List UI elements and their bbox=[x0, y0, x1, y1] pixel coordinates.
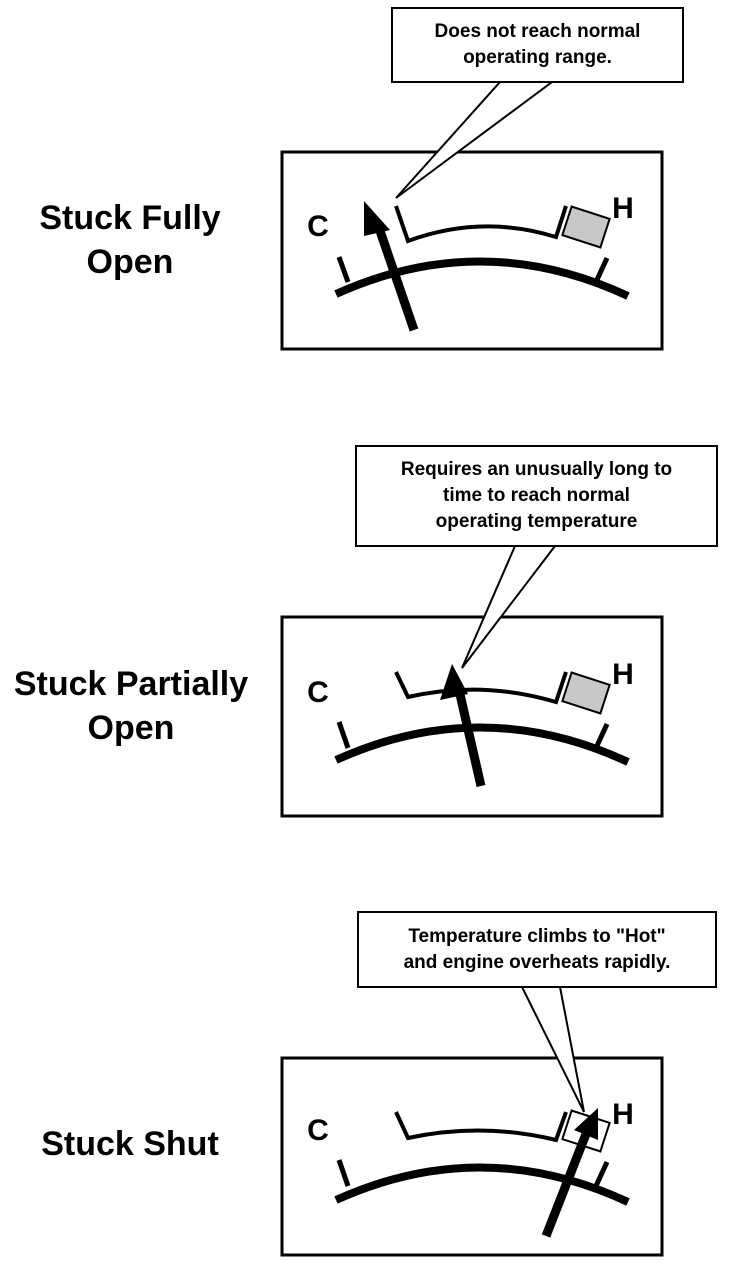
gauge-frame bbox=[280, 150, 664, 351]
hot-zone-marker bbox=[561, 205, 611, 249]
callout-line: Does not reach normal bbox=[434, 21, 641, 42]
gauge-dial-arc bbox=[334, 257, 630, 300]
gauge-needle bbox=[373, 223, 419, 332]
gauge-dial-arc bbox=[334, 1163, 630, 1206]
hot-letter: H bbox=[612, 658, 634, 691]
callout-line: time to reach normal bbox=[443, 485, 630, 506]
callout-line: operating temperature bbox=[435, 511, 638, 532]
normal-operating-range-bracket bbox=[394, 1111, 568, 1143]
hot-tick bbox=[593, 1160, 610, 1188]
gauge-stuck-shut: C H bbox=[280, 986, 664, 1257]
label-line: Open bbox=[86, 243, 174, 281]
state-label-stuck-shut: Stuck Shut bbox=[14, 1122, 246, 1166]
cold-letter: C bbox=[307, 210, 329, 243]
callout-stuck-fully-open: Does not reach normal operating range. bbox=[391, 7, 684, 83]
callout-stuck-shut: Temperature climbs to "Hot" and engine o… bbox=[357, 911, 717, 988]
hot-tick bbox=[593, 722, 610, 750]
callout-line: Temperature climbs to "Hot" bbox=[408, 925, 666, 947]
normal-operating-range-bracket bbox=[394, 671, 568, 705]
cold-tick bbox=[336, 256, 351, 283]
hot-letter: H bbox=[612, 1098, 634, 1131]
cold-letter: C bbox=[307, 1114, 329, 1147]
hot-letter: H bbox=[612, 192, 634, 225]
normal-operating-range-bracket bbox=[394, 205, 568, 244]
gauge-frame bbox=[280, 1056, 664, 1257]
gauge-needle bbox=[541, 1132, 591, 1238]
callout-line: operating range. bbox=[463, 47, 612, 68]
hot-tick bbox=[593, 256, 610, 284]
cold-tick bbox=[336, 721, 351, 749]
state-label-stuck-partially-open: Stuck Partially Open bbox=[0, 662, 262, 750]
hot-zone-marker bbox=[561, 671, 611, 715]
needle-arrowhead bbox=[364, 201, 390, 236]
needle-arrowhead bbox=[440, 664, 468, 700]
needle-arrowhead bbox=[574, 1108, 598, 1140]
label-line: Stuck Shut bbox=[41, 1125, 219, 1163]
gauge-needle bbox=[454, 688, 486, 788]
callout-stuck-partially-open: Requires an unusually long to time to re… bbox=[355, 445, 718, 547]
gauge-stuck-fully-open: C H bbox=[280, 81, 664, 351]
callout-line: Requires an unusually long to bbox=[400, 459, 673, 480]
cold-letter: C bbox=[307, 676, 329, 709]
label-line: Stuck Partially bbox=[13, 665, 249, 703]
label-line: Open bbox=[87, 709, 175, 747]
state-label-stuck-fully-open: Stuck Fully Open bbox=[14, 196, 246, 284]
cold-tick bbox=[336, 1159, 351, 1187]
gauge-dial-arc bbox=[334, 723, 630, 766]
gauge-stuck-partially-open: C H bbox=[280, 545, 664, 818]
label-line: Stuck Fully bbox=[39, 199, 221, 237]
callout-line: and engine overheats rapidly. bbox=[403, 951, 671, 973]
